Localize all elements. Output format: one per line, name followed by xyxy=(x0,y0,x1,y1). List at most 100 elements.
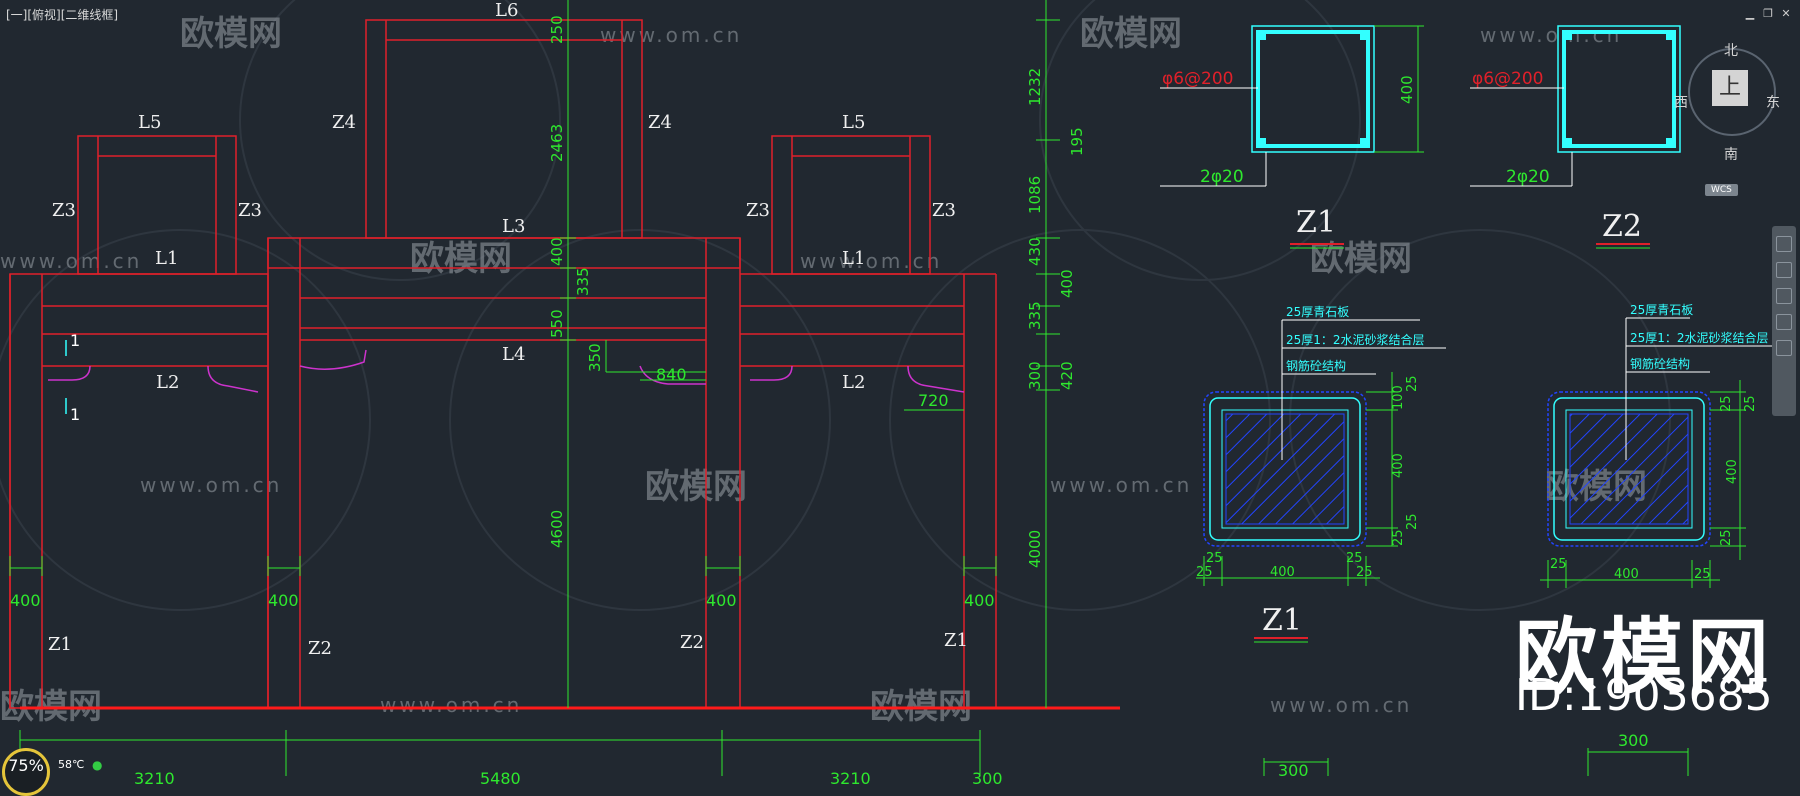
svg-text:400: 400 xyxy=(1614,567,1639,582)
svg-text:400: 400 xyxy=(548,237,566,266)
column-label-z3: Z3 xyxy=(238,200,262,221)
compass-north[interactable]: 北 xyxy=(1724,43,1738,59)
elevation-labels: L6 L5 L5 Z4 Z4 Z3 Z3 Z3 Z3 L1 L1 L3 L4 L… xyxy=(48,0,968,659)
svg-text:4600: 4600 xyxy=(548,510,566,548)
temperature-readout: 58℃ xyxy=(58,758,85,771)
watermark-url: www.om.cn xyxy=(1480,23,1622,47)
z2-section-detail[interactable]: 25厚青石板 25厚1：2水泥砂浆结合层 钢筋砼结构 25 25 400 25 … xyxy=(1540,303,1776,776)
svg-text:φ6@200: φ6@200 xyxy=(1162,69,1233,89)
column-label-z3: Z3 xyxy=(932,200,956,221)
watermark-logo: 欧模网 xyxy=(180,14,282,54)
watermark-url: www.om.cn xyxy=(1050,473,1192,497)
svg-text:300: 300 xyxy=(1026,361,1044,390)
svg-text:195: 195 xyxy=(1068,127,1086,156)
restore-icon[interactable]: ❐ xyxy=(1763,7,1773,20)
beam-label-l1: L1 xyxy=(842,248,865,269)
watermark-url: www.om.cn xyxy=(1270,693,1412,717)
svg-text:1232: 1232 xyxy=(1026,68,1044,106)
orbit-icon[interactable] xyxy=(1776,314,1792,330)
svg-text:400: 400 xyxy=(1058,269,1076,298)
compass-ring[interactable] xyxy=(1688,48,1776,136)
svg-text:1: 1 xyxy=(70,405,80,424)
beam-label-l1: L1 xyxy=(155,248,178,269)
svg-text:25: 25 xyxy=(1405,513,1420,530)
svg-text:550: 550 xyxy=(548,309,566,338)
svg-text:25厚青石板: 25厚青石板 xyxy=(1286,305,1349,319)
svg-text:840: 840 xyxy=(656,365,687,384)
beam-label-l6: L6 xyxy=(495,0,518,21)
section-marks: 1 1 xyxy=(65,331,80,424)
beam-label-l2: L2 xyxy=(842,372,865,393)
svg-text:335: 335 xyxy=(574,267,592,296)
svg-text:1086: 1086 xyxy=(1026,176,1044,214)
beam-label-l5: L5 xyxy=(138,112,161,133)
svg-text:2φ20: 2φ20 xyxy=(1200,167,1244,187)
svg-text:335: 335 xyxy=(1026,301,1044,330)
steering-wheel-icon[interactable] xyxy=(1776,236,1792,252)
svg-text:25: 25 xyxy=(1719,529,1734,546)
viewport-label[interactable]: [一][俯视][二维线框] xyxy=(6,8,119,22)
z1-section-detail[interactable]: 25厚青石板 25厚1：2水泥砂浆结合层 钢筋砼结构 100 400 25 25… xyxy=(1196,305,1446,780)
svg-text:4000: 4000 xyxy=(1026,530,1044,568)
zoom-icon[interactable] xyxy=(1776,288,1792,304)
z2-rebar-title: Z2 xyxy=(1602,209,1642,244)
watermark-url: www.om.cn xyxy=(800,249,942,273)
z1-rebar-title: Z1 xyxy=(1296,205,1336,240)
svg-text:400: 400 xyxy=(1270,565,1295,580)
svg-text:420: 420 xyxy=(1058,361,1076,390)
svg-text:25: 25 xyxy=(1391,529,1406,546)
svg-text:25: 25 xyxy=(1196,565,1213,580)
beam-label-l2: L2 xyxy=(156,372,179,393)
compass-west[interactable]: 西 xyxy=(1674,95,1688,111)
z2-rebar-detail[interactable]: φ6@200 2φ20 Z2 xyxy=(1470,25,1681,249)
column-label-z1: Z1 xyxy=(944,630,968,651)
watermark-url: www.om.cn xyxy=(140,473,282,497)
svg-text:25: 25 xyxy=(1206,551,1223,566)
wcs-menu[interactable]: WCS xyxy=(1705,184,1738,196)
compass-east[interactable]: 东 xyxy=(1766,95,1780,111)
dimension-texts-horizontal: 840 720 400 400 400 400 3210 5480 3210 3… xyxy=(10,365,1003,788)
dimension-lines xyxy=(9,0,1060,776)
leaf-icon: ● xyxy=(92,758,103,772)
viewcube-face-top[interactable]: 上 xyxy=(1712,70,1748,106)
svg-text:25厚1：2水泥砂浆结合层: 25厚1：2水泥砂浆结合层 xyxy=(1630,330,1769,345)
performance-gauge[interactable]: 75% xyxy=(2,748,50,796)
close-icon[interactable]: ✕ xyxy=(1781,7,1791,20)
watermark-logo: 欧模网 xyxy=(645,467,747,507)
column-label-z3: Z3 xyxy=(746,200,770,221)
svg-text:350: 350 xyxy=(586,343,604,372)
showmotion-icon[interactable] xyxy=(1776,340,1792,356)
brand-id: ID:1903685 xyxy=(1515,670,1773,721)
navigation-bar[interactable] xyxy=(1772,226,1796,416)
watermark-logo: 欧模网 xyxy=(1080,14,1182,54)
pan-icon[interactable] xyxy=(1776,262,1792,278)
beam-label-l3: L3 xyxy=(502,216,525,237)
svg-text:25: 25 xyxy=(1356,565,1373,580)
svg-text:400: 400 xyxy=(964,591,995,610)
dimension-texts-vertical: 250 2463 400 335 550 350 4600 1232 1086 … xyxy=(548,15,1086,568)
svg-text:钢筋砼结构: 钢筋砼结构 xyxy=(1286,358,1346,373)
minimize-icon[interactable]: ▁ xyxy=(1745,7,1755,20)
svg-text:100: 100 xyxy=(1391,385,1406,410)
svg-text:300: 300 xyxy=(972,769,1003,788)
svg-text:250: 250 xyxy=(548,15,566,44)
svg-text:φ6@200: φ6@200 xyxy=(1472,69,1543,89)
svg-text:400: 400 xyxy=(1725,459,1740,484)
viewcube[interactable]: 上 北 南 东 西 xyxy=(1674,43,1780,164)
brand-overlay: 欧模网 xyxy=(1515,610,1774,705)
svg-text:5480: 5480 xyxy=(480,769,521,788)
svg-text:400: 400 xyxy=(1398,75,1416,104)
watermark-logo: 欧模网 xyxy=(410,239,512,279)
svg-text:300: 300 xyxy=(1618,731,1649,750)
watermark-url: www.om.cn xyxy=(600,23,742,47)
watermark-url: www.om.cn xyxy=(0,249,142,273)
watermark-url: www.om.cn xyxy=(380,693,522,717)
compass-south[interactable]: 南 xyxy=(1724,147,1738,163)
z1-rebar-detail[interactable]: φ6@200 2φ20 400 Z1 xyxy=(1160,25,1424,249)
svg-text:400: 400 xyxy=(10,591,41,610)
svg-text:400: 400 xyxy=(268,591,299,610)
svg-text:3210: 3210 xyxy=(134,769,175,788)
svg-text:25: 25 xyxy=(1405,375,1420,392)
svg-text:25厚1：2水泥砂浆结合层: 25厚1：2水泥砂浆结合层 xyxy=(1286,332,1425,347)
